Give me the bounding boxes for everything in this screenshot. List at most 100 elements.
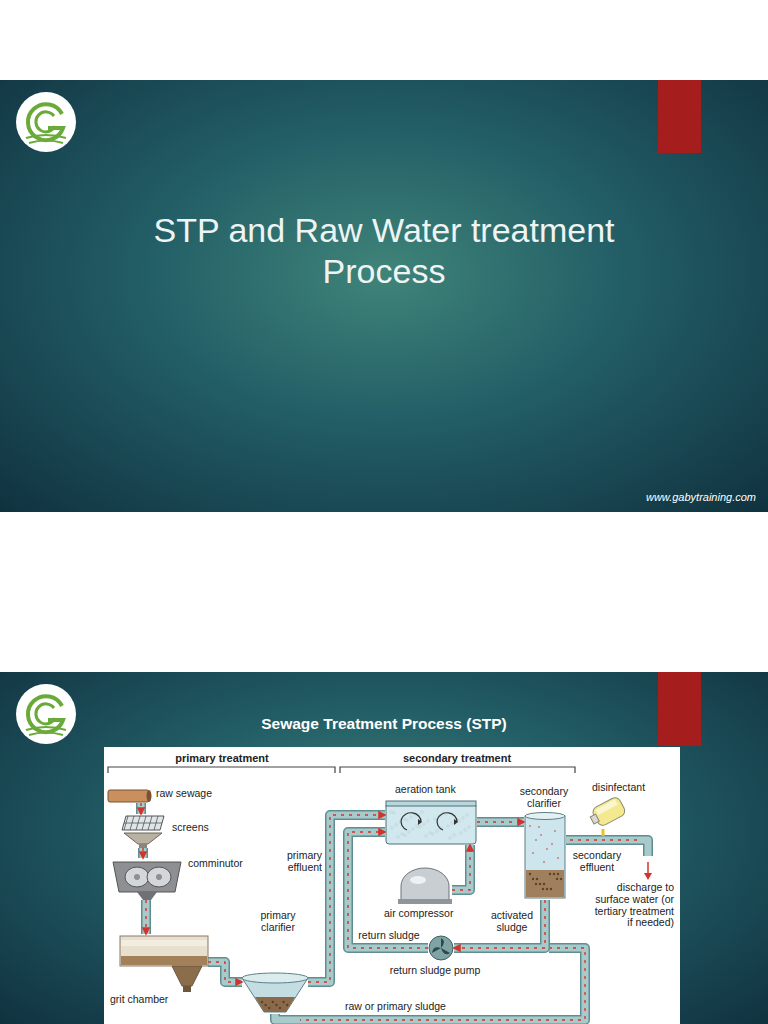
flow-label: secondary effluent	[566, 850, 628, 874]
sludge-pump: return sludge pump	[380, 935, 492, 981]
pipe-fill	[454, 900, 545, 948]
pipe-outline	[208, 962, 242, 982]
drawing-part	[416, 825, 418, 827]
drawing-part	[591, 796, 627, 828]
drawing-part	[261, 1001, 263, 1003]
unit-shape	[398, 866, 452, 904]
drawing-part	[451, 822, 453, 824]
drawing-part	[551, 843, 553, 845]
stage-bracket-label: secondary treatment	[357, 752, 557, 764]
drawing-part	[275, 1004, 277, 1006]
drawing-part	[436, 830, 438, 832]
drawing-part	[429, 832, 431, 834]
drawing-part	[124, 823, 162, 824]
unit-shape	[584, 796, 630, 830]
drawing-part	[139, 844, 147, 848]
unit-label: secondary clarifier	[512, 786, 576, 810]
drawing-part	[543, 883, 545, 885]
flow-label: raw or primary sludge	[345, 1001, 446, 1013]
grit-chamber: grit chamber	[108, 932, 220, 1010]
drawing-part	[393, 812, 395, 814]
unit-label: air compressor	[384, 908, 453, 920]
drawing-part	[390, 811, 392, 813]
primary-clarifier: primary clarifier	[238, 910, 318, 1016]
drawing-part	[526, 870, 564, 897]
disinfectant-pour	[602, 829, 605, 836]
drawing-part	[434, 818, 436, 820]
drawing-part	[282, 1001, 284, 1003]
drawing-part	[432, 938, 450, 954]
drawing-part	[590, 814, 599, 824]
drawing-part	[391, 827, 393, 829]
pipe-outline	[477, 817, 524, 827]
flow-line	[142, 848, 143, 858]
drawing-part	[423, 823, 425, 825]
drawing-part	[122, 816, 164, 830]
disinfectant-bottle: disinfectant	[582, 782, 666, 834]
pipe-connector	[141, 803, 142, 814]
bracket	[108, 767, 575, 773]
drawing-part	[462, 817, 464, 819]
drawing-part	[242, 973, 308, 983]
drawing-part	[557, 857, 559, 859]
drawing-part	[183, 986, 191, 992]
unit-shape	[113, 858, 181, 900]
watermark: www.gabytraining.com	[560, 491, 756, 503]
slide-heading: Sewage Treatment Process (STP)	[134, 715, 634, 732]
unit-shape	[385, 800, 477, 845]
drawing-part	[529, 873, 531, 875]
drawing-part	[397, 836, 399, 838]
unit-shape	[120, 814, 166, 848]
drawing-part	[539, 883, 541, 885]
drawing-part	[554, 830, 556, 832]
diagram-panel	[104, 747, 680, 1024]
pipe-outline	[141, 900, 151, 934]
pipe-fill	[477, 819, 524, 826]
drawing-part	[466, 814, 468, 816]
pipe-outline	[138, 848, 148, 858]
pipe-fill	[143, 900, 150, 934]
drawing-part	[529, 825, 531, 827]
drawing-part	[546, 888, 548, 890]
pipe-fill	[138, 803, 145, 814]
drawing-part	[386, 801, 476, 806]
logo-disc	[16, 92, 76, 152]
pipe-outline	[454, 900, 545, 948]
drawing-part	[525, 816, 565, 898]
flow-line	[208, 962, 242, 982]
arrow-head	[644, 873, 652, 880]
drawing-part	[137, 892, 157, 900]
drawing-part	[595, 799, 617, 815]
drawing-part	[546, 848, 548, 850]
drawing-part	[401, 833, 403, 835]
drawing-part	[447, 825, 449, 827]
logo-disc	[16, 684, 76, 744]
drawing-part	[395, 824, 397, 826]
drawing-part	[540, 834, 542, 836]
pipe-connector	[146, 900, 147, 934]
slide-background	[0, 80, 768, 512]
drawing-part	[532, 878, 534, 880]
drawing-part	[468, 826, 470, 828]
drawing-part	[401, 868, 449, 900]
pipe-outline	[452, 845, 470, 890]
logo-mark	[26, 135, 66, 143]
unit-shape	[524, 812, 566, 900]
drawing-part	[279, 1007, 281, 1009]
effluent-pipe	[566, 829, 652, 880]
drawing-part	[125, 867, 149, 887]
drawing-part	[120, 936, 208, 966]
unit-label: grit chamber	[110, 994, 168, 1006]
drawing-part	[535, 839, 537, 841]
drawing-part	[268, 1007, 270, 1009]
drawing-part	[113, 862, 181, 892]
drawing-part	[398, 899, 452, 904]
drawing-part	[386, 803, 476, 844]
drawing-part	[560, 878, 562, 880]
unit-label: comminutor	[188, 858, 243, 870]
aeration-tank: aeration tank	[383, 784, 483, 848]
logo-mark	[36, 704, 55, 724]
pipe-fill	[208, 962, 242, 982]
red-tab	[658, 672, 701, 746]
